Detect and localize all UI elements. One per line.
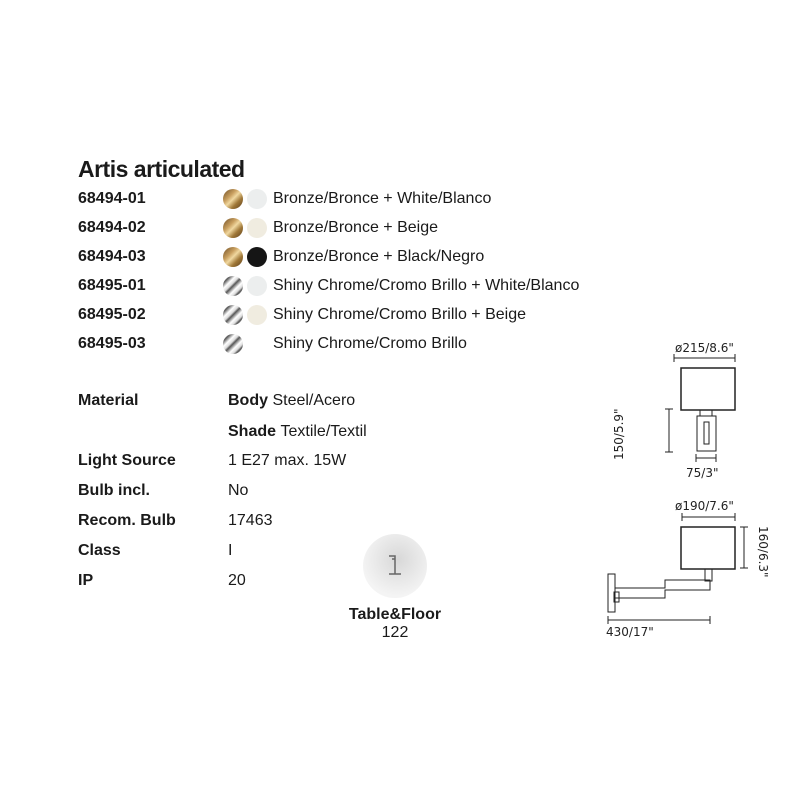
spec-class: Class I xyxy=(78,540,232,562)
accessory-number: 122 xyxy=(381,624,409,641)
variant-code: 68494-02 xyxy=(78,219,146,236)
dim-side-height: 160/6.3" xyxy=(756,526,770,578)
spec-shade: Shade Textile/Textil xyxy=(228,421,367,443)
spec-value: I xyxy=(228,542,233,559)
variant-description: Bronze/Bronce + Black/Negro xyxy=(273,248,485,265)
variant-code: 68494-01 xyxy=(78,190,146,207)
variant-row: 68495-02 Shiny Chrome/Cromo Brillo + Bei… xyxy=(78,304,526,326)
spec-value: 20 xyxy=(228,572,246,589)
variant-description: Shiny Chrome/Cromo Brillo xyxy=(273,335,467,352)
spec-label: Material xyxy=(78,392,139,409)
variant-description: Bronze/Bronce + Beige xyxy=(273,219,438,236)
variant-row: 68495-01 Shiny Chrome/Cromo Brillo + Whi… xyxy=(78,275,579,297)
bronze-finish-swatch-icon xyxy=(223,218,243,238)
variant-description: Bronze/Bronce + White/Blanco xyxy=(273,190,492,207)
chrome-finish-swatch-icon xyxy=(223,276,243,296)
variant-row: 68494-02 Bronze/Bronce + Beige xyxy=(78,217,438,239)
table-lamp-icon xyxy=(363,534,427,598)
variant-code: 68495-02 xyxy=(78,306,146,323)
spec-sublabel: Body xyxy=(228,392,268,409)
chrome-finish-swatch-icon xyxy=(223,334,243,354)
white-shade-swatch-icon xyxy=(247,189,267,209)
variant-code: 68494-03 xyxy=(78,248,146,265)
spec-recom-bulb: Recom. Bulb 17463 xyxy=(78,510,273,532)
variant-code: 68495-03 xyxy=(78,335,146,352)
variant-row: 68494-01 Bronze/Bronce + White/Blanco xyxy=(78,188,491,210)
chrome-finish-swatch-icon xyxy=(223,305,243,325)
bronze-finish-swatch-icon xyxy=(223,247,243,267)
beige-shade-swatch-icon xyxy=(247,305,267,325)
spec-value: Steel/Acero xyxy=(272,392,356,409)
product-title: Artis articulated xyxy=(78,156,245,182)
variant-row: 68494-03 Bronze/Bronce + Black/Negro xyxy=(78,246,484,268)
spec-material: Material Body Steel/Acero xyxy=(78,390,355,412)
beige-shade-swatch-icon xyxy=(247,218,267,238)
dim-side-shade: ø190/7.6" xyxy=(675,499,734,513)
variant-code: 68495-01 xyxy=(78,277,146,294)
spec-value: No xyxy=(228,482,249,499)
dimension-drawings xyxy=(607,354,748,624)
spec-value: 17463 xyxy=(228,512,273,529)
dim-front-height: 150/5.9" xyxy=(612,408,626,460)
spec-label: Class xyxy=(78,542,121,559)
dim-side-length: 430/17" xyxy=(606,625,654,639)
spec-ip: IP 20 xyxy=(78,570,246,592)
white-shade-swatch-icon xyxy=(247,276,267,296)
spec-label: IP xyxy=(78,572,94,589)
black-shade-swatch-icon xyxy=(247,247,267,267)
spec-light-source: Light Source 1 E27 max. 15W xyxy=(78,450,346,472)
variant-description: Shiny Chrome/Cromo Brillo + White/Blanco xyxy=(273,277,580,294)
spec-value: 1 E27 max. 15W xyxy=(228,452,347,469)
dim-front-width: 75/3" xyxy=(686,466,719,480)
spec-label: Bulb incl. xyxy=(78,482,150,499)
none-shade-swatch-icon xyxy=(247,334,267,354)
spec-label: Light Source xyxy=(78,452,176,469)
spec-bulb-incl: Bulb incl. No xyxy=(78,480,248,502)
variant-row: 68495-03 Shiny Chrome/Cromo Brillo xyxy=(78,333,467,355)
accessory-label: Table&Floor xyxy=(348,606,442,623)
bronze-finish-swatch-icon xyxy=(223,189,243,209)
spec-sublabel: Shade xyxy=(228,423,277,440)
variant-description: Shiny Chrome/Cromo Brillo + Beige xyxy=(273,306,526,323)
spec-value: Textile/Textil xyxy=(280,423,367,440)
dim-front-shade: ø215/8.6" xyxy=(675,341,734,355)
spec-label: Recom. Bulb xyxy=(78,512,176,529)
accessory-table-floor: Table&Floor 122 xyxy=(340,530,450,642)
